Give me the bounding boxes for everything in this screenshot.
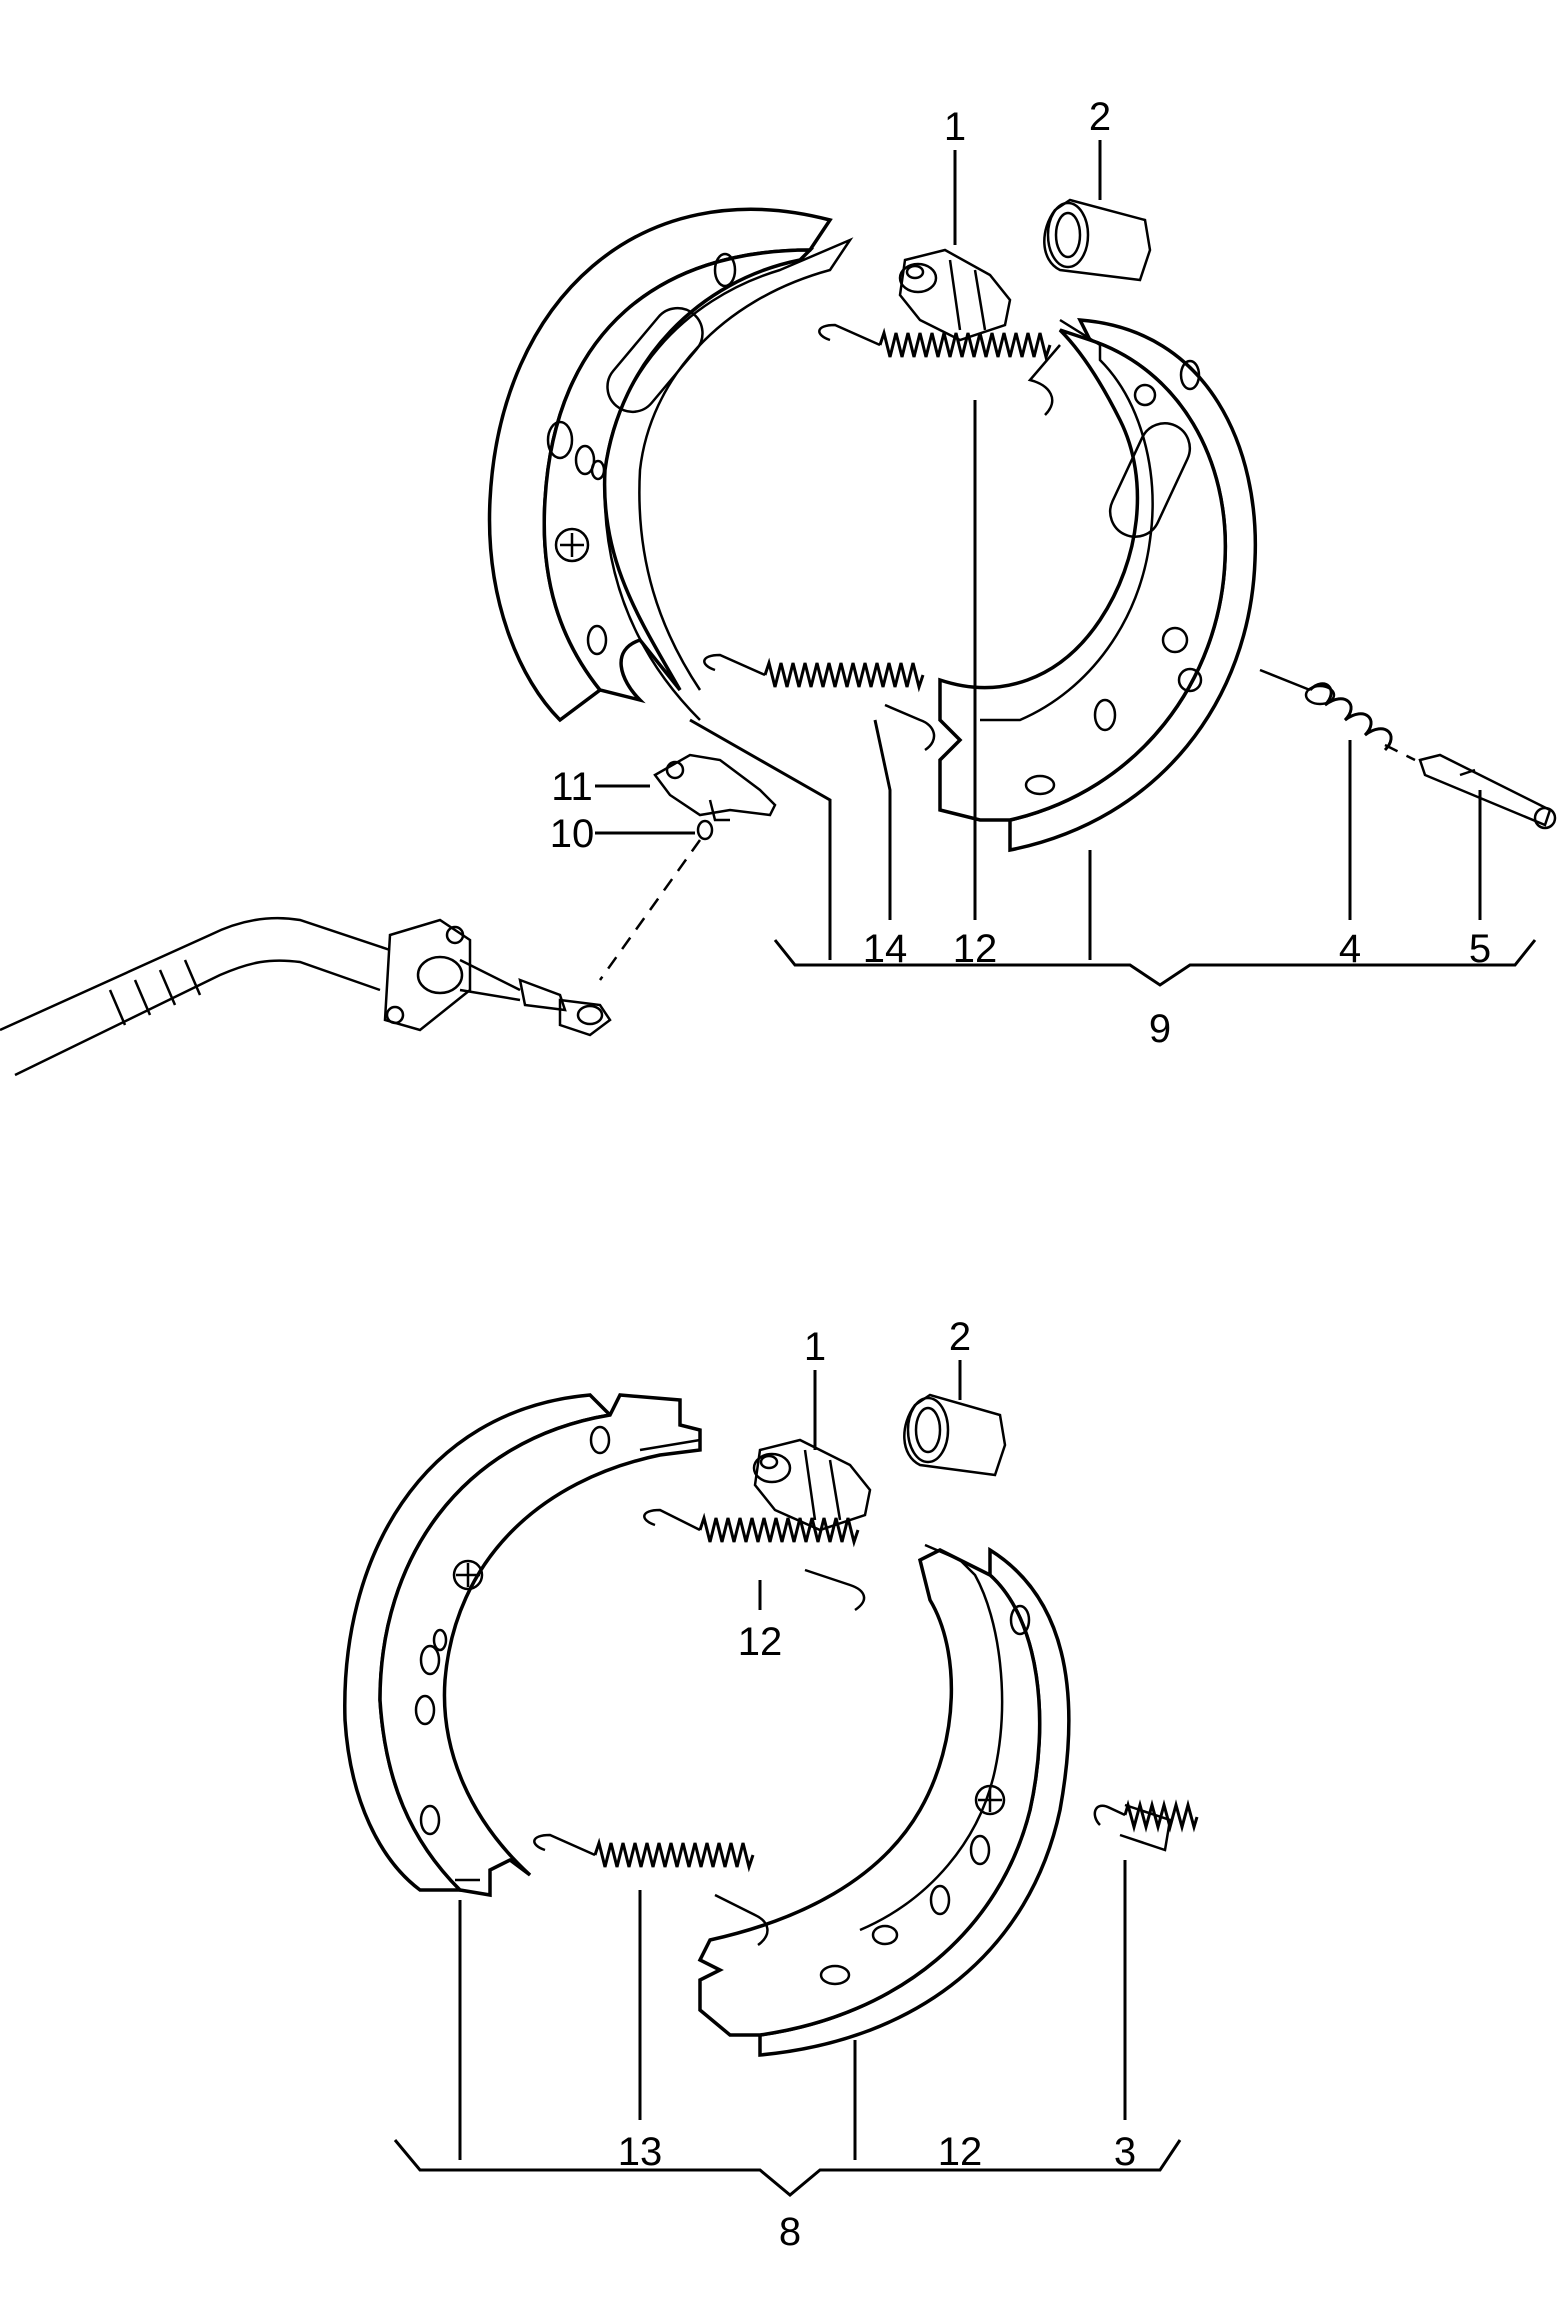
top-callout-lines [595,140,1537,987]
top-sleeve [1043,198,1152,282]
bottom-callout-8: 8 [779,2210,801,2254]
top-adjuster [898,248,1012,342]
bottom-right-brake-shoe [697,1543,1071,2057]
top-callout-10: 10 [550,812,595,856]
top-lower-spring [703,653,936,752]
bottom-assembly: 1 2 12 13 12 3 8 [343,1315,1199,2254]
bottom-small-spring [1093,1799,1199,1852]
top-callout-4: 4 [1339,927,1361,971]
bottom-upper-spring [643,1508,866,1612]
top-callout-2: 2 [1089,95,1111,139]
bottom-callout-2: 2 [949,1315,971,1359]
top-upper-spring [818,323,1061,416]
top-callout-5: 5 [1469,927,1491,971]
top-callout-1: 1 [944,105,966,149]
top-callout-12: 12 [953,927,998,971]
bottom-adjuster [752,1438,872,1532]
top-callout-11: 11 [551,765,593,809]
top-callout-9: 9 [1149,1007,1171,1051]
top-parking-cable [0,916,612,1077]
bottom-callout-12-shoe: 12 [938,2130,983,2174]
bottom-sleeve [903,1393,1007,1477]
top-callout-14: 14 [863,927,908,971]
bottom-callout-1: 1 [804,1325,826,1369]
top-right-brake-shoe [938,318,1258,853]
top-assembly: 1 2 11 10 14 12 4 5 9 [0,95,1557,1077]
top-hold-down-spring [1259,668,1416,762]
top-left-brake-shoe [487,207,854,723]
top-hold-down-pin [1418,753,1557,830]
bottom-callout-lines [393,1360,1182,2197]
bottom-left-brake-shoe [343,1393,702,1898]
bottom-callout-3: 3 [1114,2130,1136,2174]
bottom-callout-12-spring: 12 [738,1620,783,1664]
bottom-callout-13: 13 [618,2130,663,2174]
top-parking-lever [653,753,777,822]
top-lever-cable-guide [598,839,702,981]
top-clip [696,819,714,841]
bottom-lower-spring [533,1833,769,1947]
